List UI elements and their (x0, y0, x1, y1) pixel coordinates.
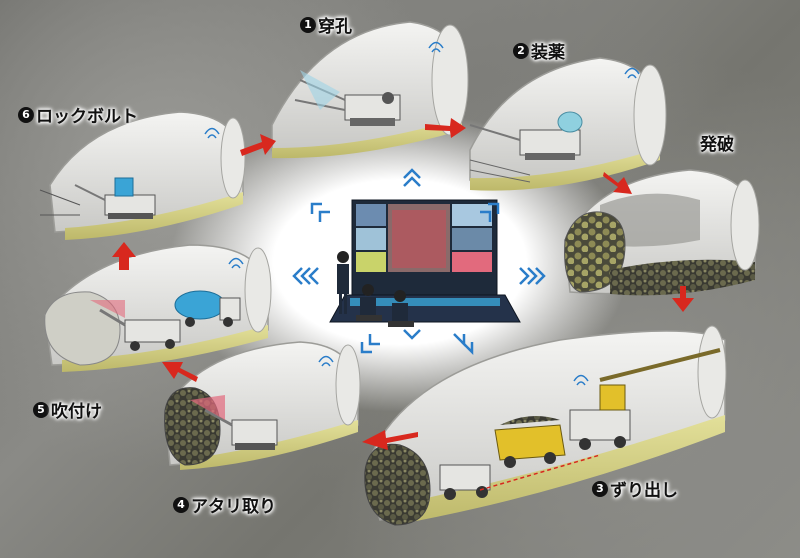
chevron-upright-icon (480, 202, 500, 222)
step-label-text: ずり出し (610, 481, 678, 501)
bolting-machine (39, 177, 156, 219)
tunnel-rockbolt (39, 111, 246, 240)
arrow-rockbolt-to-drilling (240, 134, 276, 156)
tunnel-scaling (164, 341, 361, 470)
arrow-charging-to-blasting (603, 172, 632, 194)
tunnel-blasting (564, 169, 760, 296)
step-label-text: ロックボルト (36, 107, 138, 127)
wifi-icon (624, 67, 640, 79)
wifi-icon (228, 257, 244, 269)
step-number-badge: 5 (33, 401, 49, 418)
arrow-mucking-to-scaling (362, 430, 418, 450)
step-label-rockbolt: 6 ロックボルト (18, 102, 138, 127)
step-label-text: アタリ取り (191, 497, 276, 517)
chevron-downleft-icon (360, 334, 380, 354)
tunnel-drilling (271, 21, 469, 159)
chevron-downright-icon (453, 333, 474, 356)
step-label-mucking: 3 ずり出し (592, 476, 678, 501)
signal-chevrons (292, 168, 546, 356)
step-number-badge: 6 (18, 106, 34, 123)
step-label-scaling: 4 アタリ取り (173, 492, 276, 517)
tunnel-shotcrete (44, 244, 272, 372)
step-number-badge: 2 (513, 42, 529, 59)
shotcrete-machine (90, 300, 181, 351)
wifi-icon (204, 127, 220, 139)
chevron-up-icon (403, 168, 421, 187)
step-number-badge: 1 (300, 16, 316, 33)
belt-conveyor (599, 348, 721, 382)
step-number-badge: 3 (592, 480, 608, 497)
chevron-down-icon (403, 329, 421, 340)
operator-seated-2 (388, 290, 414, 327)
operator-seated-1 (356, 284, 382, 321)
wifi-icons (204, 41, 640, 386)
wifi-icon (318, 355, 334, 367)
loader (439, 464, 491, 500)
step-label-text: 吹付け (51, 402, 102, 422)
wifi-icon (428, 41, 444, 53)
operator-standing (337, 251, 349, 314)
step-number-badge: 4 (173, 496, 189, 513)
step-label-charging: 2 装薬 (513, 38, 565, 63)
arrow-scaling-to-shotcrete (162, 362, 198, 382)
arrow-drilling-to-charging (425, 118, 466, 138)
crusher-loader (569, 384, 631, 450)
chevron-upleft-icon (310, 202, 330, 222)
wifi-icon (573, 374, 589, 386)
step-label-text: 穿孔 (318, 17, 352, 37)
step-label-blasting: 発破 (700, 130, 734, 155)
arrow-blasting-to-mucking (672, 286, 694, 312)
tunnel-mucking (364, 325, 727, 526)
chevron-right-icon (519, 267, 546, 285)
mixer-truck (174, 290, 241, 327)
cycle-arrows (112, 118, 694, 450)
step-label-text: 発破 (700, 135, 734, 155)
breaker-machine (190, 395, 278, 450)
chevron-left-icon (292, 267, 319, 285)
charging-machine (469, 111, 583, 183)
step-label-text: 装薬 (531, 43, 565, 63)
tunnel-charging (469, 57, 667, 191)
arrow-shotcrete-to-rockbolt (112, 242, 136, 270)
remote-control-room (329, 199, 521, 327)
dump-truck (494, 416, 566, 468)
step-label-drilling: 1 穿孔 (300, 12, 352, 37)
drill-jumbo (294, 70, 401, 126)
step-label-shotcrete: 5 吹付け (33, 397, 102, 422)
